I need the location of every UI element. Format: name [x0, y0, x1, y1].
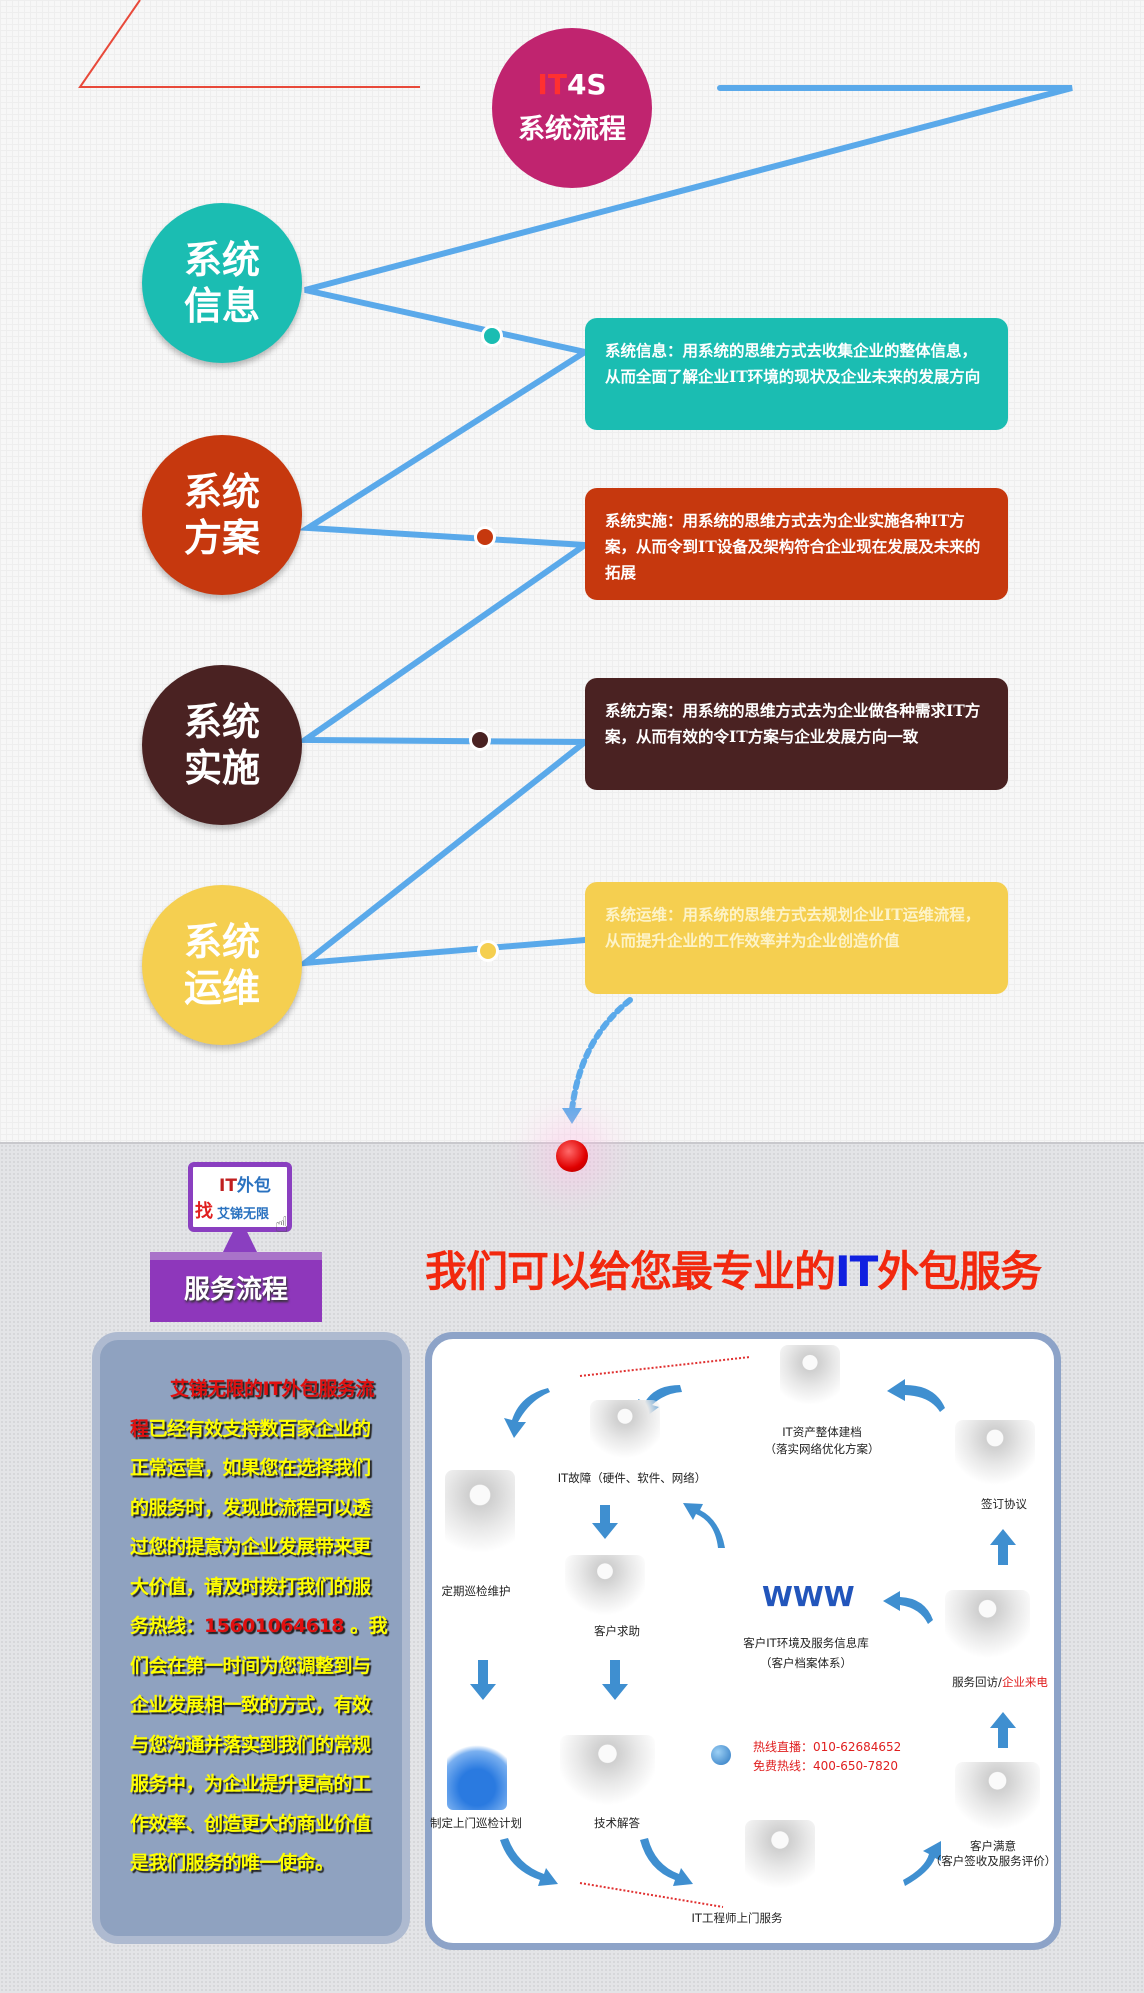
up-arrow — [990, 1529, 1016, 1565]
title-circle: IT4S 系统流程 — [492, 28, 652, 188]
sign-agreement-figure-icon — [955, 1420, 1035, 1492]
label-tech: 技术解答 — [594, 1816, 640, 1830]
label-engineer: IT工程师上门服务 — [691, 1911, 783, 1925]
label-help: 客户求助 — [594, 1624, 640, 1638]
badge-company: 艾锑无限 — [217, 1207, 270, 1222]
curved-arrow — [640, 1838, 693, 1886]
connector-dot — [474, 526, 496, 548]
badge-it: IT — [219, 1176, 237, 1196]
step-label: 信息 — [183, 284, 260, 328]
service-process-label: 服务流程 — [150, 1252, 322, 1322]
step-label: 系统 — [183, 470, 260, 514]
headline-pre: 我们可以给您最专业的 — [425, 1247, 836, 1296]
step-label: 实施 — [183, 746, 260, 790]
down-arrow — [470, 1660, 496, 1700]
curved-arrow — [883, 1591, 933, 1624]
step-desc-implement: 系统方案：用系统的思维方式去为企业做各种需求IT方案，从而有效的令IT方案与企业… — [585, 678, 1008, 790]
call-center-figure-icon — [945, 1590, 1030, 1665]
label-plan: 制定上门巡检计划 — [430, 1816, 522, 1830]
hand-cursor-icon: ☝ — [275, 1213, 289, 1238]
curved-arrow — [500, 1838, 558, 1886]
step-circle-implement: 系统实施 — [142, 665, 302, 825]
headline-it: IT — [835, 1247, 878, 1296]
label-db: 客户IT环境及服务信息库 — [743, 1636, 869, 1650]
customer-help-figure-icon — [565, 1555, 645, 1620]
step-label: 方案 — [183, 516, 260, 560]
step-desc-plan: 系统实施：用系统的思维方式去为企业实施各种IT方案，从而令到IT设备及架构符合企… — [585, 488, 1008, 600]
connector-dot — [477, 940, 499, 962]
red-deco-line — [78, 0, 420, 88]
planning-crowd-icon — [447, 1735, 507, 1810]
intro-panel: 艾锑无限的IT外包服务流程已经有效支持数百家企业的正常运营，如果您在选择我们的服… — [92, 1332, 410, 1944]
flow-lines — [78, 0, 1073, 1124]
monitor-badge-icon: IT外包 找 艾锑无限 ☝ — [188, 1162, 292, 1238]
label-satisfied: 客户满意 — [970, 1839, 1016, 1853]
label-asset-sub: （落实网络优化方案） — [764, 1442, 880, 1456]
intro-heading: 艾锑无限的IT外包服务流程 — [130, 1378, 375, 1440]
curved-arrow — [903, 1841, 941, 1886]
step-label: 运维 — [183, 966, 260, 1010]
tech-support-figure-icon — [560, 1735, 655, 1810]
headline-post: 外包服务 — [877, 1247, 1042, 1296]
label-visit: 服务回访/ — [952, 1675, 1002, 1689]
curved-arrow — [504, 1388, 550, 1438]
curved-arrow — [887, 1379, 945, 1412]
step-circle-info: 系统信息 — [142, 203, 302, 363]
down-arrow — [592, 1505, 618, 1539]
title-4s: 4S — [566, 68, 607, 101]
dotted-line — [579, 1356, 751, 1377]
hotlines: 热线直播：010-62684652 免费热线：400-650-7820 — [753, 1738, 901, 1776]
asset-archive-figure-icon — [780, 1345, 840, 1415]
step-desc-ops: 系统运维：用系统的思维方式去规划企业IT运维流程，从而提升企业的工作效率并为企业… — [585, 882, 1008, 994]
step-circle-ops: 系统运维 — [142, 885, 302, 1045]
badge-zhao: 找 — [195, 1201, 213, 1222]
step-label: 系统 — [183, 238, 260, 282]
headline: 我们可以给您最专业的IT外包服务 — [425, 1238, 1042, 1299]
intro-text: 已经有效支持数百家企业的正常运营，如果您在选择我们的服务时，发现此流程可以透过您… — [130, 1417, 371, 1638]
badge-waibao: 外包 — [236, 1176, 271, 1196]
it-fault-figure-icon — [590, 1400, 660, 1465]
dotted-line — [579, 1882, 724, 1908]
down-arrow — [602, 1660, 628, 1700]
label-db-sub: （客户档案体系） — [760, 1656, 852, 1670]
title-it: IT — [537, 68, 567, 101]
step-desc-info: 系统信息：用系统的思维方式去收集企业的整体信息，从而全面了解企业IT环境的现状及… — [585, 318, 1008, 430]
step-label: 系统 — [183, 700, 260, 744]
curved-arrow — [683, 1503, 725, 1548]
step-label: 系统 — [183, 920, 260, 964]
label-sign: 签订协议 — [981, 1497, 1027, 1511]
patrol-stopwatch-figure-icon — [445, 1470, 515, 1570]
hotline-2: 免费热线：400-650-7820 — [753, 1759, 899, 1773]
www-icon: WWW — [762, 1580, 855, 1613]
label-fault: IT故障（硬件、软件、网络） — [557, 1471, 707, 1485]
connector-dot — [481, 325, 503, 347]
engineer-skateboard-figure-icon — [745, 1820, 815, 1900]
globe-icon — [711, 1745, 731, 1765]
label-asset: IT资产整体建档 — [782, 1425, 862, 1439]
up-arrow — [990, 1712, 1016, 1748]
intro-text-2: 。我们会在第一时间为您调整到与企业发展相一致的方式，有效与您沟通并落实到我们的常… — [130, 1615, 388, 1874]
label-visit-red: 企业来电 — [1001, 1675, 1048, 1689]
hotline-1: 热线直播：010-62684652 — [753, 1740, 902, 1754]
hotline-phone-link[interactable]: 15601064618 — [204, 1615, 344, 1637]
title-text: 系统流程 — [518, 114, 626, 145]
connector-dot — [469, 729, 491, 751]
monitor-stand — [222, 1232, 258, 1254]
label-patrol: 定期巡检维护 — [441, 1584, 511, 1598]
label-satisfied-sub: （客户签收及服务评价） — [929, 1854, 1057, 1868]
red-ball-icon — [556, 1140, 588, 1172]
handshake-figure-icon — [955, 1762, 1040, 1837]
step-circle-plan: 系统方案 — [142, 435, 302, 595]
